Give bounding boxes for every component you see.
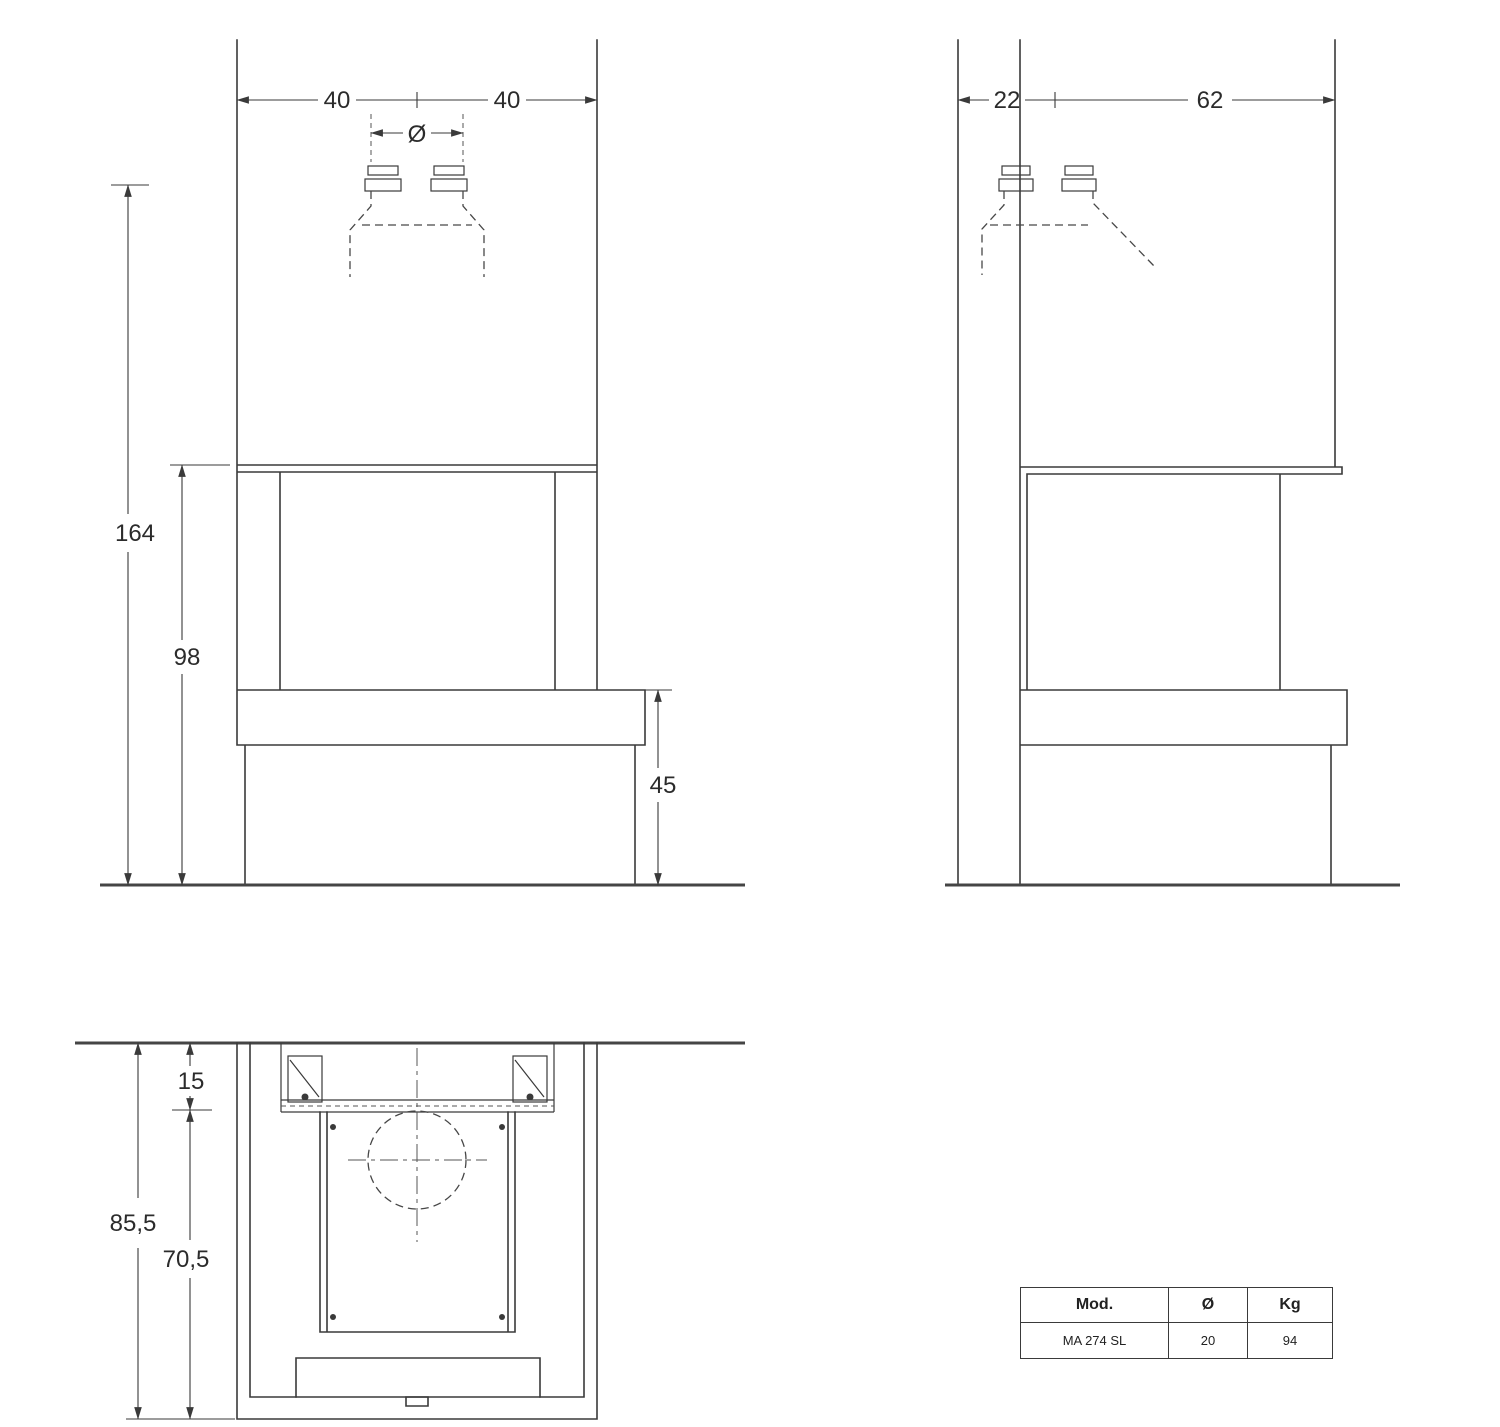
front-dim-bench-height-label: 45	[650, 772, 677, 799]
spec-table-data-row: MA 274 SL 20 94	[1020, 1322, 1333, 1359]
plan-view: 15 85,5 70,5	[75, 1041, 745, 1420]
plan-dim-reveal-label: 15	[178, 1068, 205, 1095]
side-dim-lines	[1025, 92, 1188, 108]
spec-value-model: MA 274 SL	[1020, 1322, 1169, 1359]
plan-dim-total-depth-label: 85,5	[110, 1210, 157, 1237]
front-view-outline	[236, 39, 646, 886]
front-dim-total-height-label: 164	[115, 520, 155, 547]
plan-firebox	[295, 1111, 541, 1407]
front-dim-top-left-label: 40	[324, 87, 351, 114]
plan-casing-outline	[236, 1042, 598, 1420]
plan-flue-circle	[367, 1110, 467, 1210]
front-dim-top-right-label: 40	[494, 87, 521, 114]
plan-glass-front	[280, 1043, 555, 1113]
side-flue-dashed	[981, 191, 1156, 275]
side-dim-front-depth-label: 62	[1197, 87, 1224, 114]
side-view-outline	[957, 39, 1348, 886]
front-diameter-extensions	[370, 114, 464, 162]
front-flue-collar	[364, 165, 468, 192]
side-dim-rear-depth-label: 22	[994, 87, 1021, 114]
plan-dim-inner-depth-label: 70,5	[163, 1246, 210, 1273]
plan-centerlines	[348, 1048, 487, 1242]
front-dim-flue-diameter-label: Ø	[408, 121, 427, 148]
spec-value-diameter: 20	[1168, 1322, 1248, 1359]
spec-header-model: Mod.	[1020, 1287, 1169, 1323]
front-view: 40 40 Ø 164 98 45	[100, 39, 745, 887]
spec-header-weight: Kg	[1247, 1287, 1333, 1323]
plan-firebox-screws	[330, 1124, 505, 1320]
front-dim-lines	[111, 92, 672, 691]
front-dim-hood-height-label: 98	[174, 644, 201, 671]
front-flue-dashed	[349, 191, 485, 277]
plan-glass-brackets	[287, 1055, 548, 1103]
side-view: 22 62	[945, 39, 1400, 887]
spec-value-weight: 94	[1247, 1322, 1333, 1359]
spec-table: Mod. Ø Kg MA 274 SL 20 94	[1020, 1287, 1333, 1359]
spec-table-header-row: Mod. Ø Kg	[1020, 1287, 1333, 1323]
spec-header-diameter: Ø	[1168, 1287, 1248, 1323]
side-flue-collar	[998, 165, 1097, 192]
